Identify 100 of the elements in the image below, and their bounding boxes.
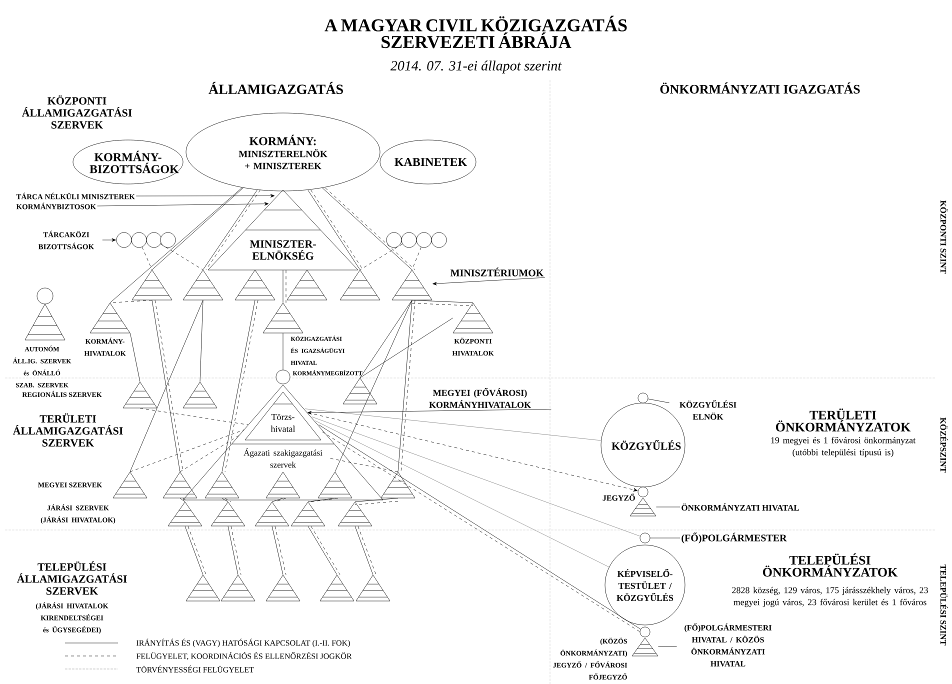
triangle-symbol [318,472,352,498]
circle-symbol [431,232,447,248]
triangle-symbol [338,502,372,526]
connector-line [354,526,374,575]
connector-line [274,498,286,502]
node-label: (FŐ)POLGÁRMESTER [682,532,787,544]
connector-line [398,300,412,472]
connector-line [200,300,204,382]
title: A MAGYAR CIVIL KÖZIGAZGATÁS SZERVEZETI ÁBRÁJA [324,16,627,48]
triangle-symbol [290,502,326,526]
arrow [432,277,546,286]
ellipse-node: KORMÁNY-BIZOTTSÁGOK [72,140,184,184]
circle-symbol [146,232,162,248]
connector-line [224,498,232,502]
connector-line [304,408,602,441]
connector-line [412,300,474,303]
triangle-symbol [254,502,290,526]
level-label: KÖZÉPSZINT [940,418,948,472]
level-label: TELEPÜLÉSI SZINT [940,564,948,646]
connector-line [160,244,204,270]
legend-label: FELÜGYELET, KOORDINÁCIÓS ÉS ELLENŐRZÉSI JOGKÖR [136,652,352,660]
triangle-symbol [234,270,276,300]
pyramid [182,384,384,500]
triangle-symbol [90,302,130,334]
group-heading: TERÜLETI ÖNKORMÁNYZATOK [776,408,911,432]
triangle-symbol [210,502,246,526]
connector-line [130,300,204,472]
connector-line [180,498,186,502]
connector-line [282,333,284,370]
triangle-symbol [266,574,300,602]
triangle-symbol [266,472,300,498]
triangle-symbol [182,382,218,408]
connector-line [222,498,228,502]
node-label: MINISZTÉRIUMOK [450,268,544,276]
arrow [102,238,116,242]
arrow [307,408,552,414]
connector-line [110,187,242,303]
circle-symbol [276,370,290,384]
triangle-symbol [380,472,416,498]
triangle-symbol [132,270,172,300]
connector-line [274,526,286,575]
connector-line [358,526,376,575]
circle-symbol [116,232,132,248]
connector-line [308,498,336,502]
connector-line [230,526,242,575]
connector-line [142,246,152,270]
circle-symbol [416,232,432,248]
level-heading: KÖZPONTI ÁLLAMIGAZGATÁSI SZERVEK [22,95,132,129]
arrow [136,194,275,198]
circle-symbol [401,232,417,248]
connector-line [180,434,240,472]
ellipse-node: KABINETEK [380,140,476,184]
triangle-symbol [632,638,658,656]
circle-symbol [36,288,54,304]
level-heading: TELEPÜLÉSI ÁLLAMIGAZGATÁSI SZERVEK [16,561,127,595]
legend-label: TÖRVÉNYESSÉGI FELÜGYELET [136,666,254,672]
connector-line [310,498,338,502]
connector-line [130,430,244,472]
arrow [308,412,638,492]
circle-symbol [131,232,147,248]
group-heading: TELEPÜLÉSI ÖNKORMÁNYZATOK [762,553,898,577]
triangle-symbol [24,304,66,340]
section-heading: ÁLLAMIGAZGATÁS [208,82,343,94]
triangle-symbol [112,472,148,498]
node-label: (FŐ)POLGÁRMESTERI HIVATAL / KÖZÖS ÖNKORMÁNYZATI HIVATAL [684,623,772,667]
connector-line [412,303,474,306]
triangle-symbol [182,270,224,300]
triangle-symbol [392,270,432,300]
triangle-symbol [356,574,390,602]
connector-line [360,244,403,270]
connector-line [412,246,422,270]
circle-symbol [640,532,650,544]
triangle-symbol [286,270,328,300]
circle-symbol [160,232,176,248]
circle-symbol [638,392,648,404]
level-label: KÖZPONTI SZINT [940,200,948,274]
connector-line [312,416,640,536]
connector-line [152,188,244,270]
legend-label: IRÁNYÍTÁS ÉS (VAGY) HATÓSÁGI KAPCSOLAT (I.-II. FOK) [136,638,350,648]
connector-line [184,526,204,575]
circle-symbol [638,486,648,498]
connector-line [140,408,248,425]
triangle-symbol [186,574,220,602]
connector-line [354,498,398,502]
connector-line [328,458,398,472]
connector-line [228,526,238,575]
connector-line [272,498,284,502]
triangle-symbol [262,302,304,334]
circle-symbol [386,232,402,248]
triangle-symbol [320,574,354,602]
group-note: 19 megyei és 1 fővárosi önkormányzat (utóbbi települési típusú is) [771,436,916,458]
pyramid: MINISZTER-ELNÖKSÉG [208,190,358,270]
connector-line [354,501,398,505]
triangle-symbol [220,574,256,602]
triangle-symbol [452,302,494,334]
connector-line [360,318,453,378]
triangle-symbol [168,502,202,526]
section-heading: ÖNKORMÁNYZATI IGAZGATÁS [660,82,860,94]
triangle-symbol [342,378,378,404]
node-label: ÖNKORMÁNYZATI HIVATAL [682,503,799,511]
